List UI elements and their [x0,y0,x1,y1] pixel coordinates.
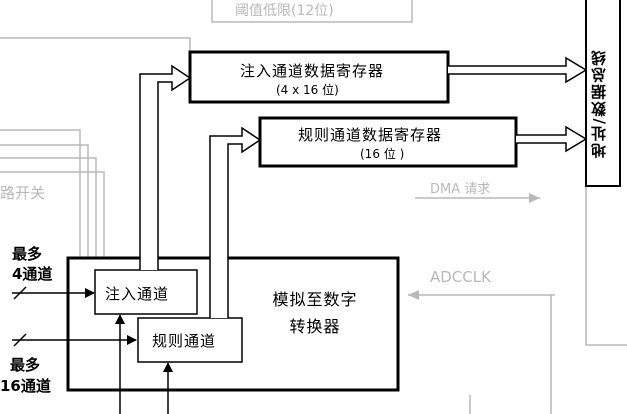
injected-register-title: 注入通道数据寄存器 [240,62,385,80]
threshold-low-box [211,0,413,23]
analog-switch-label: 路开关 [0,184,46,202]
regular-channel-label: 规则通道 [152,332,217,350]
injected-input-label-line1: 最多 [12,245,43,263]
injected-channel-label: 注入通道 [105,285,170,303]
regular-channel-box [137,317,243,363]
injected-register-box [188,50,450,104]
threshold-low-label: 阈值低限(12位) [235,3,334,19]
adcclk-label: ADCCLK [430,268,491,286]
input-arrows [12,286,173,414]
injected-input-label-line2: 4通道 [12,265,53,283]
converter-label-line2: 转换器 [289,317,341,336]
regular-register-subtitle: (16 位 ) [360,147,405,161]
dma-request-label: DMA 请求 [430,182,491,197]
regular-input-label-line2: 16通道 [0,377,51,395]
address-data-bus-label: 地址/数据总线 [590,48,608,158]
injected-channel-box [94,269,198,315]
regular-input-label-line1: 最多 [10,356,41,374]
converter-label-line1: 模拟至数字 [272,290,358,309]
bus-box [585,0,621,187]
regular-register-box [258,116,518,168]
injected-register-subtitle: (4 x 16 位) [276,83,339,97]
regular-register-title: 规则通道数据寄存器 [298,126,443,144]
